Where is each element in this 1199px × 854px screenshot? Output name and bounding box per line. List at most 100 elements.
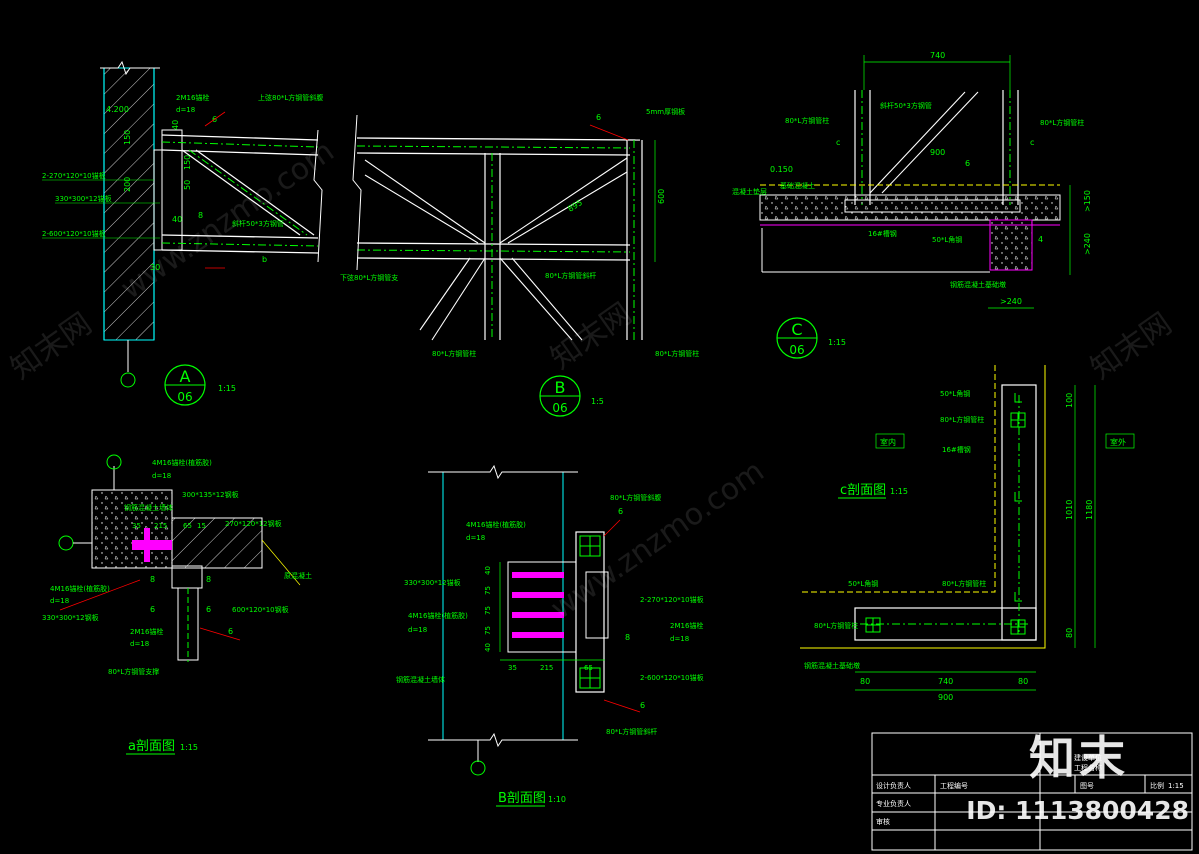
title-block: 建设单位 工程名称 设计负责人 专业负责人 审核 工程编号 图号 比例 1:15: [871, 732, 1193, 851]
detail-c-note-0: 80*L方钢管柱: [785, 116, 829, 125]
detail-a-note-0: 2M16锚栓: [176, 93, 209, 102]
detail-b-note-2: 80*L方钢管斜杆: [545, 271, 596, 280]
detail-b-letter: B: [555, 378, 566, 397]
detail-a-note-2: 上弦80*L方钢管斜腹: [258, 93, 323, 102]
section-c-title: c剖面图: [840, 483, 886, 498]
detail-a-dim-8: 8: [198, 211, 203, 220]
watermark-brand-3: 知末网: [1085, 306, 1179, 386]
detail-c-dim-weld: 6: [965, 159, 970, 168]
detail-a-dim-9: b: [262, 255, 267, 264]
detail-a-elev: 4.200: [106, 105, 129, 114]
section-a-note-1: d=18: [152, 472, 171, 480]
section-c-dim-4: 80: [860, 677, 870, 686]
detail-c-dim-240b: >240: [1000, 297, 1022, 306]
section-c-note-6: 钢筋混凝土基础墩: [804, 661, 860, 670]
detail-a-note-3: 2-270*120*10锚板: [42, 171, 106, 180]
section-b-note-10: 2-600*120*10锚板: [640, 673, 704, 682]
section-b-dim-1: 75: [484, 586, 492, 595]
detail-c-note-6: 50*L角钢: [932, 235, 962, 244]
title-block-row-3: 专业负责人: [876, 799, 911, 808]
section-b-note-9: d=18: [670, 635, 689, 643]
detail-c-ground-slab: [759, 194, 1061, 221]
detail-b-scale: 1:5: [591, 397, 604, 406]
section-a-dim-2: 65: [183, 522, 192, 530]
watermark-id: ID: 1113800428: [966, 796, 1189, 825]
detail-c-elev: 0.150: [770, 165, 793, 174]
detail-a-dim-0: 150: [123, 130, 132, 145]
section-a-dim-3: 15: [197, 522, 206, 530]
section-c: 100 1010 1180 80 80 740 80 900 50*L角钢 80…: [800, 365, 1135, 702]
section-b-anchors: [512, 572, 564, 638]
section-b-note-3: 4M16锚栓(植筋胶): [408, 611, 468, 620]
section-c-dim-6: 80: [1018, 677, 1028, 686]
detail-b: 600 895 6 5mm厚钢板 下弦80*L方钢管支 80*L方钢管斜杆 80…: [340, 107, 699, 417]
section-b-note-5: 钢筋混凝土墙体: [396, 675, 445, 684]
section-a: 4M16锚栓(植筋胶) d=18 钢筋混凝土墙体 300*135*12钢板 27…: [42, 454, 312, 755]
detail-b-dim-height: 600: [657, 189, 666, 204]
section-b-dim-9: 6: [618, 507, 623, 516]
section-c-label-indoor: 室内: [880, 437, 896, 447]
detail-c-note-2: 80*L方钢管柱: [1040, 118, 1084, 127]
detail-b-note-0: 5mm厚钢板: [646, 107, 685, 116]
detail-a-dim-3: 150: [183, 155, 192, 170]
section-a-dim-6: 8: [206, 575, 211, 584]
section-a-note-7: d=18: [50, 597, 69, 605]
detail-c-dim-240a: >240: [1083, 233, 1092, 255]
detail-c-letter: C: [791, 320, 802, 339]
detail-c-dim-c2: c: [1030, 138, 1034, 147]
section-c-note-5: 80*L方钢管柱: [814, 621, 858, 630]
detail-a-scale: 1:15: [218, 384, 236, 393]
detail-b-note-1: 下弦80*L方钢管支: [340, 273, 398, 282]
section-b-dim-7: 65: [584, 664, 593, 672]
section-b-dim-10: 6: [640, 701, 645, 710]
detail-a-note-1: d=18: [176, 106, 195, 114]
detail-a-note-5: 2-600*120*10锚板: [42, 229, 106, 238]
detail-a-dim-1: 200: [123, 177, 132, 192]
section-a-note-10: 2M16锚栓: [130, 627, 163, 636]
title-block-row-1: 工程名称: [1074, 763, 1102, 772]
detail-c-scale: 1:15: [828, 338, 846, 347]
section-a-note-9: 600*120*10钢板: [232, 605, 289, 614]
section-c-dim-1: 1010: [1065, 500, 1074, 520]
title-block-row-2: 设计负责人: [876, 781, 911, 790]
section-a-dim-1: 215: [154, 522, 167, 530]
section-a-scale: 1:15: [180, 743, 198, 752]
detail-a-letter: A: [180, 367, 191, 386]
detail-a-axis-bubble: [120, 372, 136, 388]
detail-a: A 06 1:15 4.200 2M16锚栓 d=18 上弦80*L方钢管斜腹 …: [42, 60, 323, 406]
detail-a-dim-2: 40: [171, 120, 180, 130]
detail-a-note-4: 330*300*12锚板: [55, 194, 112, 203]
detail-c-dim-4: 4: [1038, 235, 1043, 244]
section-b: 4M16锚栓(植筋胶) d=18 330*300*12锚板 4M16锚栓(植筋胶…: [396, 464, 704, 807]
section-a-note-12: 80*L方钢管支撑: [108, 667, 159, 676]
section-b-note-0: 4M16锚栓(植筋胶): [466, 520, 526, 529]
section-a-note-11: d=18: [130, 640, 149, 648]
section-c-dim-0: 100: [1065, 393, 1074, 408]
section-c-dim-5: 740: [938, 677, 953, 686]
section-b-title: B剖面图: [498, 791, 546, 806]
section-b-dim-0: 40: [484, 566, 492, 575]
detail-a-dim-4: 50: [183, 180, 192, 190]
section-c-dim-3: 80: [1065, 628, 1074, 638]
section-b-note-7: 2-270*120*10锚板: [640, 595, 704, 604]
section-b-scale: 1:10: [548, 795, 566, 804]
section-b-dim-3: 75: [484, 626, 492, 635]
section-b-dim-2: 75: [484, 606, 492, 615]
detail-b-note-4: 80*L方钢管柱: [655, 349, 699, 358]
section-a-note-5: 原混凝土: [284, 571, 312, 580]
section-c-note-3: 50*L角钢: [848, 579, 878, 588]
detail-c-dim-900: 900: [930, 148, 945, 157]
detail-b-sheet: 06: [552, 401, 567, 415]
title-block-scale: 1:15: [1168, 782, 1184, 790]
section-b-dim-6: 215: [540, 664, 553, 672]
section-a-note-6: 4M16锚栓(植筋胶): [50, 584, 110, 593]
section-c-note-0: 50*L角钢: [940, 389, 970, 398]
title-block-row-4: 审核: [876, 817, 890, 826]
section-a-note-2: 钢筋混凝土墙体: [124, 503, 173, 512]
section-c-note-4: 80*L方钢管柱: [942, 579, 986, 588]
section-c-label-outdoor: 室外: [1110, 437, 1126, 447]
title-block-row-0: 建设单位: [1074, 753, 1102, 762]
detail-c-note-4: 混凝土垫层: [732, 187, 767, 196]
detail-a-sheet: 06: [177, 390, 192, 404]
